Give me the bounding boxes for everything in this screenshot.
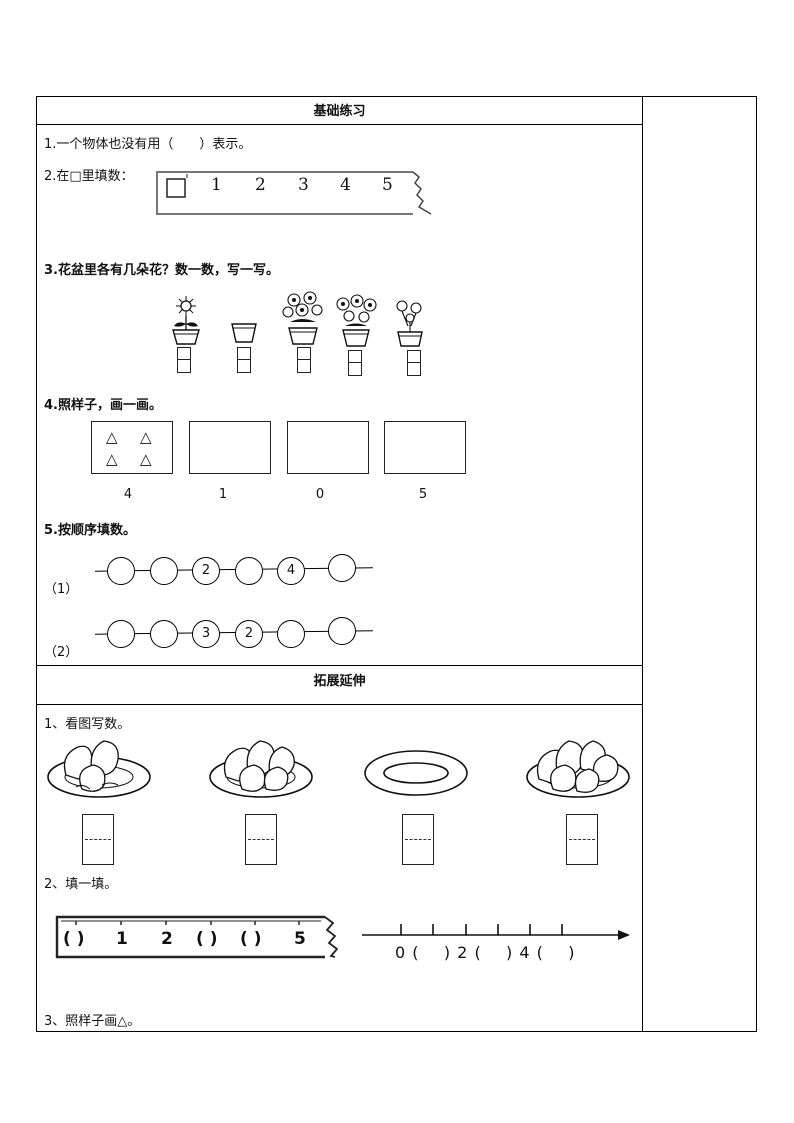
writing-box[interactable] — [82, 814, 114, 865]
sequence-circle: 2 — [235, 620, 263, 648]
extend-question-2: 2、填一填。 — [44, 877, 118, 892]
triangle-icon: △ — [140, 428, 152, 446]
extend-question-1: 1、看图写数。 — [44, 717, 131, 732]
ruler-label: ( ) — [240, 929, 262, 949]
table-top-border — [36, 96, 757, 97]
flower-pot-icon — [172, 296, 200, 345]
triangle-icon: △ — [106, 428, 118, 446]
row-label-1: （1） — [44, 582, 79, 597]
answer-box[interactable] — [348, 350, 362, 376]
answer-box[interactable] — [407, 350, 421, 376]
sequence-circle[interactable] — [328, 617, 356, 645]
answer-box[interactable] — [237, 347, 251, 373]
sequence-circle[interactable] — [107, 620, 135, 648]
row-divider-3 — [36, 704, 643, 705]
flower-pot-icon — [282, 291, 323, 345]
target-number: 5 — [418, 487, 428, 502]
ruler-number: 3 — [298, 175, 309, 195]
sequence-circle[interactable] — [107, 557, 135, 585]
sequence-circle[interactable] — [150, 557, 178, 585]
ruler-number: 2 — [255, 175, 266, 195]
ruler-label: 1 — [116, 929, 128, 949]
sequence-circle: 3 — [192, 620, 220, 648]
sequence-circle[interactable] — [150, 620, 178, 648]
sequence-circle: 2 — [192, 557, 220, 585]
number-ruler-strip — [55, 915, 339, 959]
answer-box[interactable] — [297, 347, 311, 373]
row-divider-2 — [36, 665, 643, 666]
number-line — [362, 924, 630, 940]
sequence-circle[interactable] — [328, 554, 356, 582]
drawing-box[interactable] — [287, 421, 369, 474]
ruler-label: ( ) — [63, 929, 85, 949]
number-ruler-strip — [156, 171, 432, 215]
basic-question-5: 5.按顺序填数。 — [44, 523, 136, 538]
section-title-basic: 基础练习 — [313, 104, 366, 119]
drawing-box[interactable] — [384, 421, 466, 474]
flower-pot-icon — [336, 294, 377, 347]
target-number: 1 — [218, 487, 228, 502]
writing-box[interactable] — [566, 814, 598, 865]
plate-with-peaches-icon — [47, 740, 151, 798]
number-line-labels: 0 ( ) 2 ( ) 4 ( ) — [395, 943, 576, 962]
triangle-icon: △ — [140, 450, 152, 468]
empty-plate-icon — [364, 750, 468, 796]
basic-question-1: 1.一个物体也没有用（ ）表示。 — [44, 137, 252, 152]
table-column-divider — [642, 96, 643, 1032]
basic-question-3: 3.花盆里各有几朵花？数一数，写一写。 — [44, 263, 279, 278]
plate-with-peaches-icon — [526, 740, 630, 798]
plate-with-peaches-icon — [209, 740, 313, 798]
flower-pot-icon — [396, 300, 423, 347]
sample-drawing-box — [91, 421, 173, 474]
basic-question-4: 4.照样子，画一画。 — [44, 398, 162, 413]
ruler-label: ( ) — [196, 929, 218, 949]
ruler-label: 2 — [161, 929, 173, 949]
section-title-extend: 拓展延伸 — [313, 674, 366, 689]
answer-box[interactable] — [177, 347, 191, 373]
basic-question-2: 2.在□里填数： — [44, 169, 134, 184]
ruler-label: 5 — [294, 929, 306, 949]
sequence-circle: 4 — [277, 557, 305, 585]
empty-flower-pot-icon — [231, 323, 257, 343]
ruler-number: 4 — [340, 175, 351, 195]
drawing-box[interactable] — [189, 421, 271, 474]
target-number: 4 — [123, 487, 133, 502]
table-right-border — [756, 96, 757, 1032]
table-bottom-border — [36, 1031, 757, 1032]
sequence-circle[interactable] — [235, 557, 263, 585]
ruler-number: 5 — [382, 175, 393, 195]
triangle-icon: △ — [106, 450, 118, 468]
table-left-border — [36, 96, 37, 1032]
sequence-circle[interactable] — [277, 620, 305, 648]
writing-box[interactable] — [245, 814, 277, 865]
extend-question-3: 3、照样子画△。 — [44, 1014, 141, 1029]
writing-box[interactable] — [402, 814, 434, 865]
target-number: 0 — [315, 487, 325, 502]
row-label-2: （2） — [44, 645, 79, 660]
ruler-number: 1 — [211, 175, 222, 195]
row-divider-1 — [36, 124, 643, 125]
